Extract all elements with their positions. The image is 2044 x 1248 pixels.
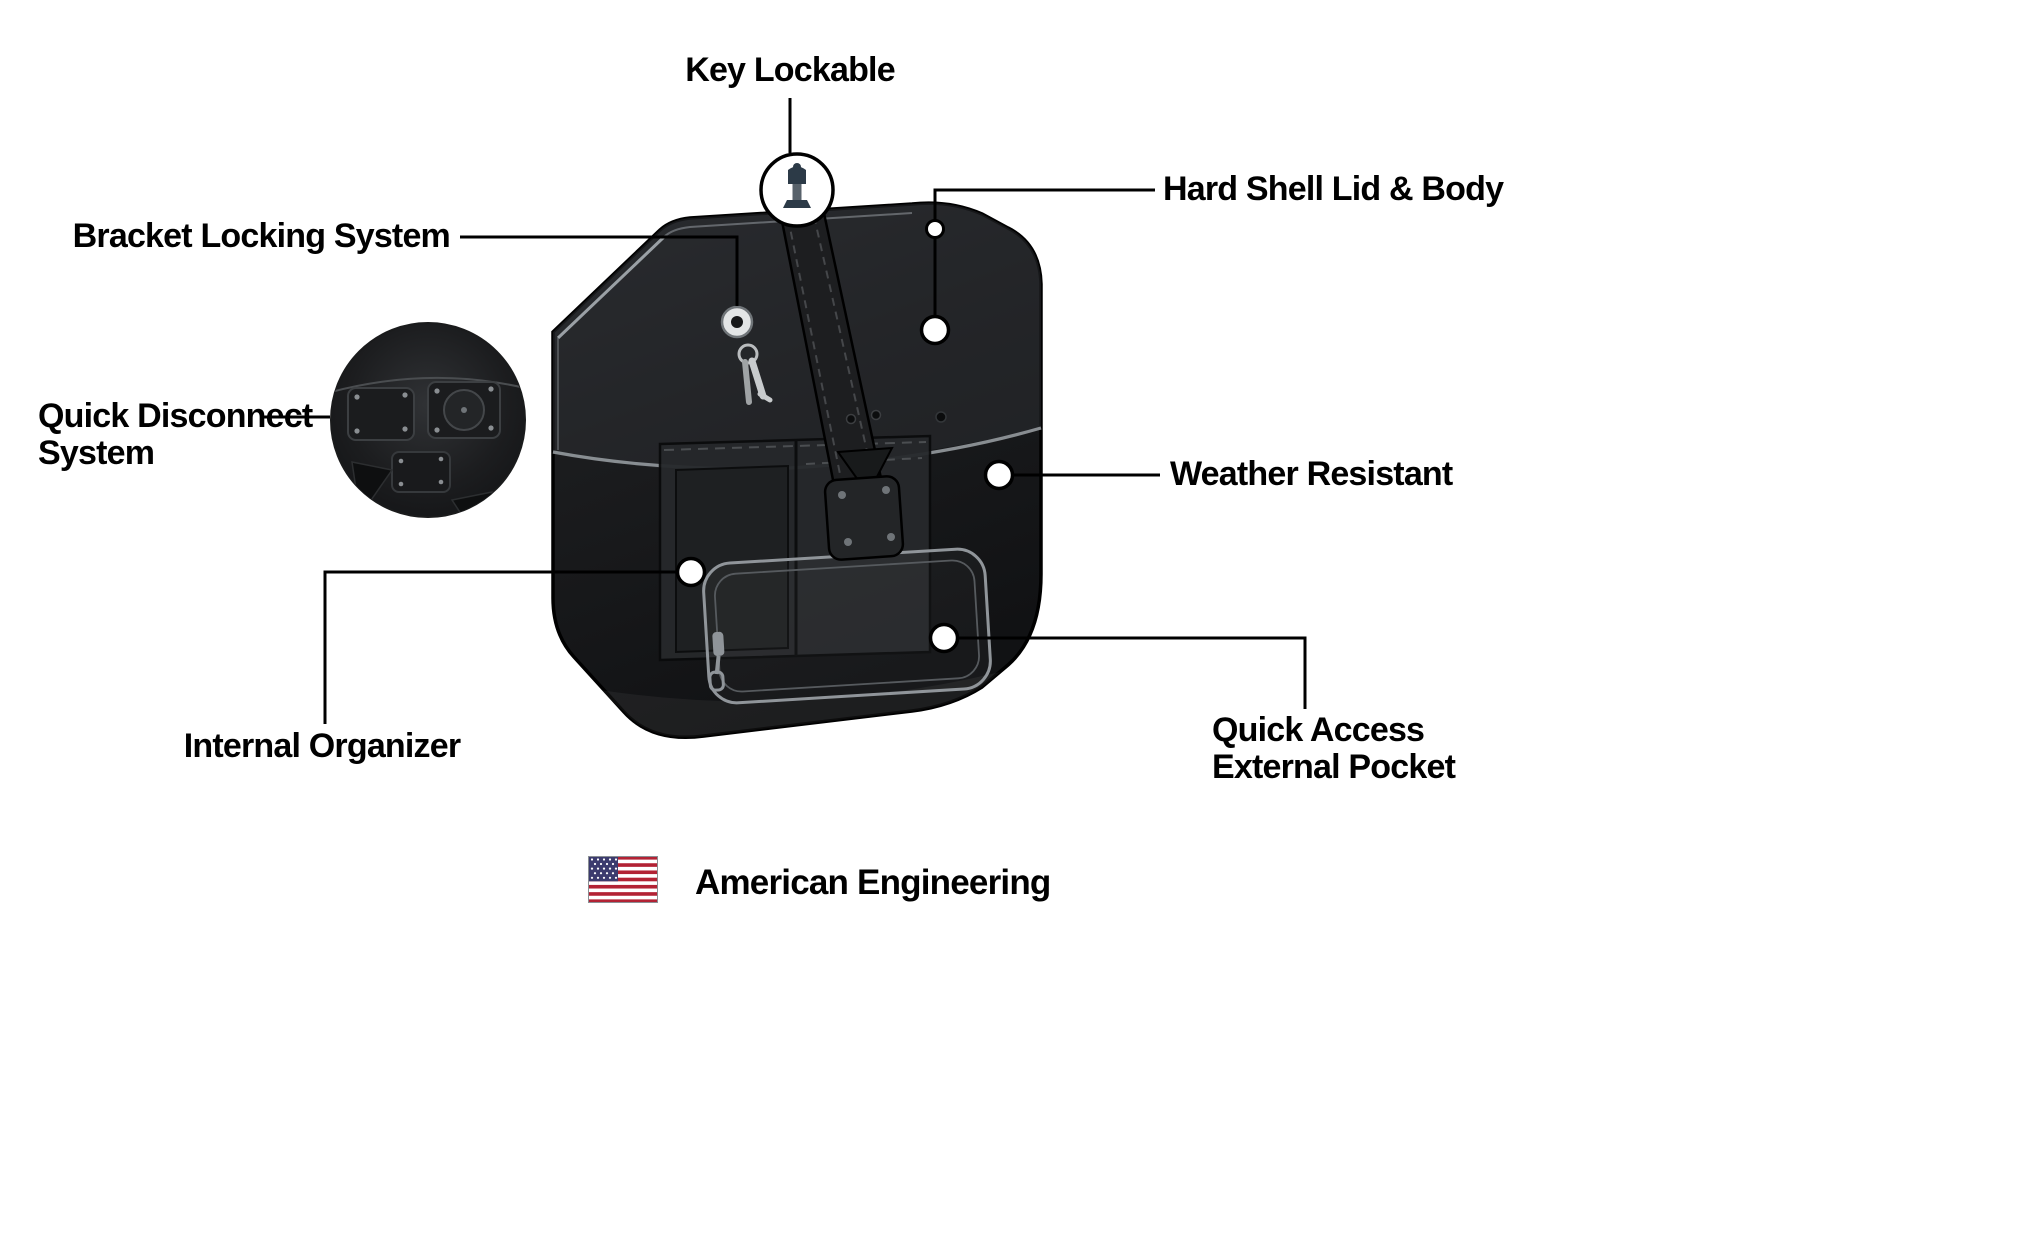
rivet <box>935 411 947 423</box>
lock-with-keys-icon <box>720 305 773 405</box>
label-quick-access-line2: External Pocket <box>1212 748 1456 786</box>
bag-lid <box>553 203 1041 470</box>
label-key-lockable: Key Lockable <box>685 51 895 89</box>
label-hard-shell-lid-body: Hard Shell Lid & Body <box>1163 170 1504 208</box>
callout-markers <box>675 219 1015 654</box>
callout-dot-quick-access <box>928 622 960 654</box>
callout-line-bracket-locking <box>460 235 739 306</box>
key-badge <box>759 152 835 228</box>
label-quick-disconnect-line1: Quick Disconnect <box>38 397 313 435</box>
strap-graphic <box>777 202 905 561</box>
buckle-plate <box>823 475 905 561</box>
quick-disconnect-inset <box>330 322 526 518</box>
saddlebag-illustration <box>551 201 1043 740</box>
label-bracket-locking-system: Bracket Locking System <box>72 217 451 255</box>
label-internal-organizer: Internal Organizer <box>183 727 461 765</box>
bevel-trim <box>556 235 666 340</box>
label-quick-disconnect-system: Quick Disconnect System <box>38 397 313 472</box>
callout-line-hard-shell <box>933 188 1155 330</box>
key-icon <box>783 163 811 208</box>
label-quick-access-line1: Quick Access <box>1212 711 1425 749</box>
bottom-sheen <box>600 672 1000 738</box>
footer-tagline: American Engineering <box>695 863 1051 902</box>
callout-dot-hard-shell <box>919 314 951 346</box>
buckle-flap <box>836 446 894 496</box>
callout-dot-internal-organizer <box>675 556 707 588</box>
top-edge-trim <box>663 212 913 238</box>
label-quick-access-external-pocket: Quick Access External Pocket <box>1212 711 1456 786</box>
zipper-pull-icon <box>708 631 725 692</box>
label-weather-resistant: Weather Resistant <box>1170 455 1453 493</box>
external-pocket-graphic <box>702 547 992 705</box>
callout-lines <box>262 98 1307 724</box>
callout-line-quick-access <box>958 636 1307 709</box>
callout-line-internal-organizer <box>323 570 677 724</box>
label-quick-disconnect-line2: System <box>38 434 155 472</box>
callout-dot-weather-resistant <box>983 459 1015 491</box>
us-flag-icon <box>588 856 658 903</box>
callout-dot-hard-shell-small <box>925 219 945 239</box>
